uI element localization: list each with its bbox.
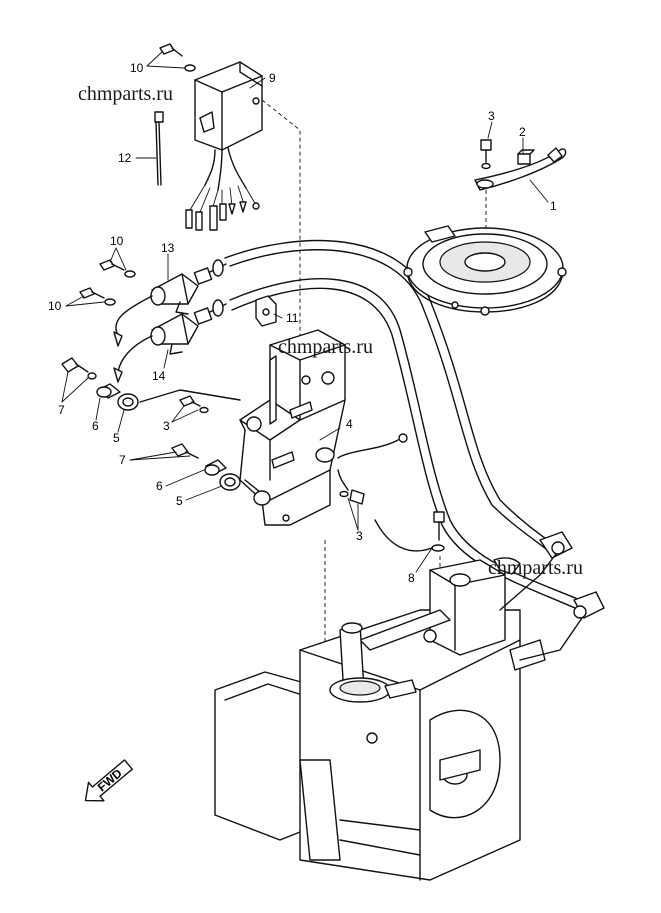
- callout-7-upper: 7: [58, 403, 65, 417]
- watermark-top: chmparts.ru: [78, 83, 173, 105]
- callout-labels: 10 9 12 3 2 1 10 13 10 11 14 7 6 5 3 4 7…: [48, 61, 557, 585]
- callout-3-lower: 3: [356, 529, 363, 543]
- callout-11: 11: [286, 311, 299, 325]
- collar-6-lower: [204, 459, 227, 476]
- callout-1: 1: [550, 199, 557, 213]
- callout-2: 2: [519, 125, 526, 139]
- watermark-right: chmparts.ru: [488, 557, 583, 579]
- callout-10-mid: 10: [110, 234, 124, 248]
- cable-tie: [154, 111, 164, 186]
- callout-5-lower: 5: [176, 494, 183, 508]
- fwd-badge: FWD: [84, 759, 133, 802]
- ignition-cable-upper: [224, 239, 556, 553]
- grommet-5-lower: [219, 473, 241, 491]
- callout-3-top: 3: [488, 109, 495, 123]
- screw-3-top: [480, 139, 492, 170]
- collar-6-upper: [96, 383, 121, 399]
- wire-terminal-1: [113, 331, 123, 347]
- callout-6-upper: 6: [92, 419, 99, 433]
- callout-13: 13: [161, 241, 175, 255]
- ignition-coil-13: [150, 259, 227, 315]
- clip-2: [517, 149, 535, 165]
- callout-6-lower: 6: [156, 479, 163, 493]
- watermarks: chmparts.ru chmparts.ru chmparts.ru: [78, 83, 583, 579]
- coil-lead-2: [117, 335, 153, 373]
- bolt-7-lower: [171, 443, 199, 459]
- ref-line-2: [261, 99, 301, 360]
- bolt-7-upper: [61, 357, 97, 380]
- ground-wire-2: [337, 469, 349, 491]
- coil-bracket: [239, 329, 346, 526]
- callout-8: 8: [408, 571, 415, 585]
- callout-10-top: 10: [130, 61, 144, 75]
- bolt-10-top: [159, 43, 196, 72]
- screw-3-lower: [339, 489, 365, 505]
- callout-10-low: 10: [48, 299, 62, 313]
- clamp-11: [255, 295, 277, 327]
- bracket-plate: [474, 147, 567, 191]
- coil-wire-run: [139, 389, 241, 403]
- plug-cable-a: [499, 553, 557, 611]
- spark-plug-cap-a: [539, 531, 573, 559]
- bolt-10-low: [79, 287, 116, 306]
- grommet-5-upper: [117, 393, 139, 411]
- callout-4: 4: [346, 417, 353, 431]
- ground-wire: [337, 439, 399, 459]
- callout-12: 12: [118, 151, 132, 165]
- screw-3-mid: [179, 395, 209, 414]
- wire-terminal-2: [113, 367, 123, 383]
- callout-5-upper: 5: [113, 431, 120, 445]
- plug-cable-b: [519, 617, 583, 661]
- watermark-middle: chmparts.ru: [278, 336, 373, 358]
- bolt-8: [374, 511, 445, 552]
- stator-plate: [403, 225, 567, 316]
- coil-lead-1: [115, 295, 153, 336]
- cdi-unit: [185, 61, 263, 231]
- callout-3-mid: 3: [163, 419, 170, 433]
- engine-block: [214, 557, 546, 881]
- bolt-10-mid: [99, 259, 136, 278]
- leader-lines: [61, 51, 549, 573]
- ignition-coil-14: [150, 299, 227, 355]
- callout-14: 14: [152, 369, 166, 383]
- callout-9: 9: [269, 71, 276, 85]
- callout-7-lower: 7: [119, 453, 126, 467]
- ground-terminal: [398, 433, 408, 443]
- spark-plug-cap-b: [573, 591, 605, 619]
